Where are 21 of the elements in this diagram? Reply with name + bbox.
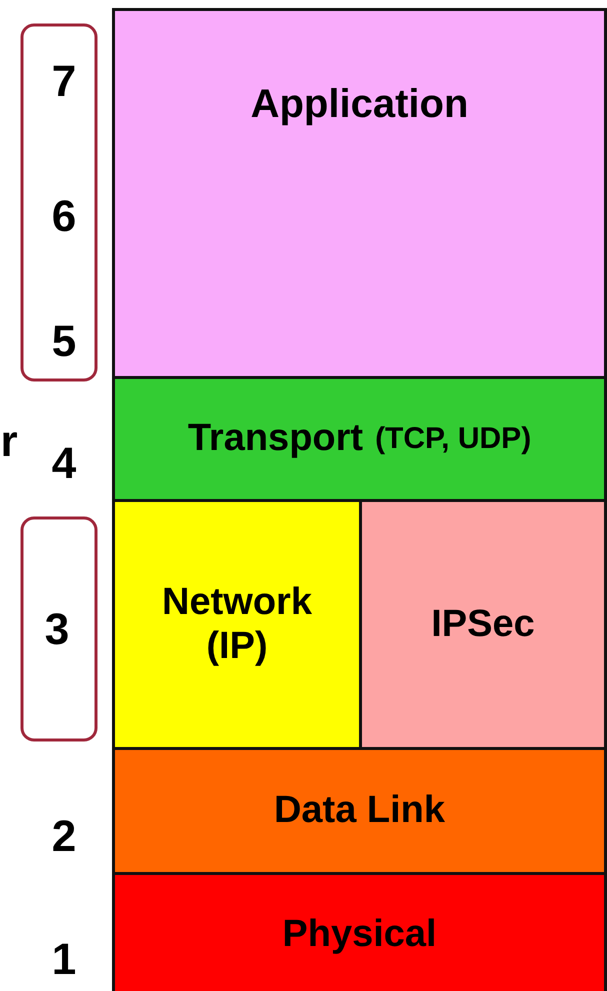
layer-box — [112, 376, 607, 502]
layer-number: 7 — [50, 60, 78, 104]
layer-name: Application — [250, 81, 468, 127]
layer-box — [112, 499, 362, 750]
layer-number: 2 — [50, 815, 78, 859]
layer-number: 3 — [44, 608, 70, 652]
layer-box — [112, 872, 607, 991]
layer-number: r — [0, 420, 19, 464]
layer-number: 4 — [50, 442, 78, 486]
layer-number: 1 — [50, 938, 78, 982]
layer-name: IPSec — [431, 602, 535, 646]
layer-name: Network (IP) — [161, 580, 313, 668]
layer-number: 6 — [50, 195, 78, 239]
layer-name: Physical — [282, 912, 437, 956]
layer-number: 5 — [50, 320, 78, 364]
layer-box — [359, 499, 607, 750]
layer-name: Data Link — [274, 789, 446, 833]
layer-box — [112, 8, 607, 379]
layer-name: Transport — [188, 417, 364, 461]
protocol-note: (TCP, UDP) — [375, 422, 532, 456]
layer-box — [112, 747, 607, 875]
